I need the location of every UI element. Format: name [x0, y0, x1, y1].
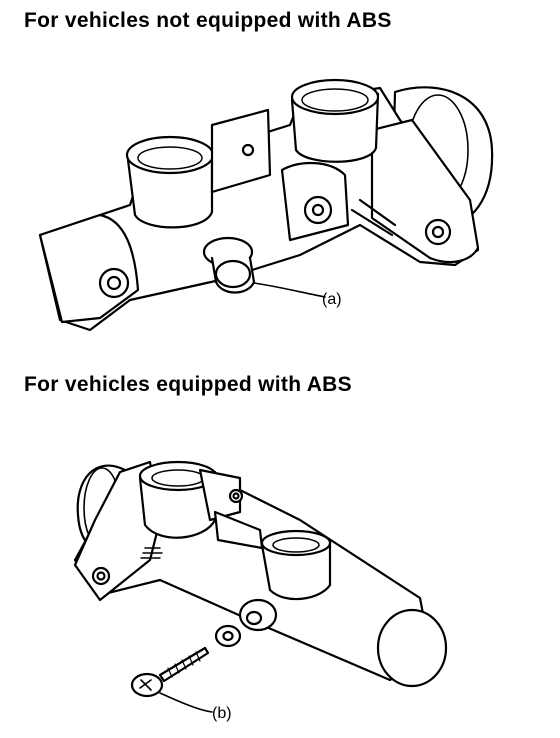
- callout-a: (a): [322, 291, 342, 308]
- cylinder-end-cap: [376, 608, 448, 688]
- abs-top-bracket: [198, 468, 242, 522]
- right-flange: [370, 118, 480, 264]
- master-cylinder-abs: [73, 460, 448, 713]
- abs-front-port: [260, 529, 332, 601]
- right-reservoir-port: [290, 78, 380, 163]
- master-cylinder-no-abs: [38, 78, 494, 332]
- callout-b: (b): [212, 705, 232, 722]
- left-reservoir-port: [125, 135, 215, 229]
- heading-abs: For vehicles equipped with ABS: [24, 373, 352, 396]
- bolt-b: [130, 646, 210, 698]
- leader-a: [253, 282, 326, 298]
- plug-a: [202, 236, 256, 294]
- washer: [214, 624, 242, 648]
- abs-rear-port: [138, 460, 218, 539]
- heading-no-abs: For vehicles not equipped with ABS: [24, 9, 392, 32]
- right-outlet-boss: [280, 161, 350, 242]
- leader-b: [159, 692, 213, 713]
- abs-outlet-boss: [238, 598, 278, 632]
- center-tab: [210, 108, 272, 194]
